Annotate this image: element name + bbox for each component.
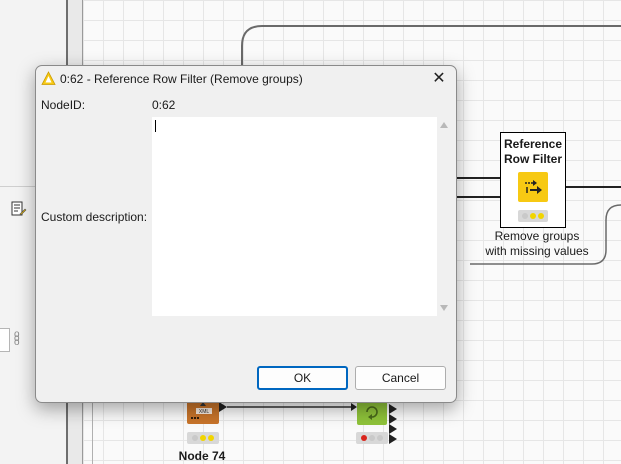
scroll-down-arrow-icon[interactable] bbox=[440, 305, 448, 311]
ok-button[interactable]: OK bbox=[257, 366, 348, 390]
node-caption-line1: Remove groups bbox=[494, 229, 580, 243]
xml-icon-text: XML bbox=[199, 409, 210, 415]
node-title-line1: Reference bbox=[503, 137, 563, 151]
node-description-dialog: 0:62 - Reference Row Filter (Remove grou… bbox=[35, 65, 457, 403]
loop-icon[interactable] bbox=[357, 399, 387, 425]
loop-output-port-3 bbox=[389, 424, 397, 434]
loop-output-port-1 bbox=[389, 404, 397, 414]
status-dot-yellow bbox=[200, 435, 206, 441]
dialog-titlebar[interactable]: 0:62 - Reference Row Filter (Remove grou… bbox=[36, 66, 456, 92]
right-connection bbox=[470, 204, 621, 265]
description-scrollbar[interactable] bbox=[437, 117, 451, 316]
node74-label[interactable]: Node 74 bbox=[178, 449, 226, 463]
loop-input-port bbox=[351, 403, 357, 411]
status-dot-red bbox=[361, 435, 367, 441]
close-icon[interactable]: ✕ bbox=[432, 70, 446, 87]
node-id-label: NodeID: bbox=[41, 98, 86, 112]
loop-output-port-2 bbox=[389, 414, 397, 424]
status-dot-yellow bbox=[530, 213, 536, 219]
status-dot-off bbox=[369, 435, 375, 441]
loop-status-traffic-light bbox=[356, 432, 388, 444]
status-dot-off bbox=[192, 435, 198, 441]
text-caret bbox=[155, 120, 156, 132]
document-edit-icon[interactable] bbox=[9, 200, 27, 218]
dialog-title: 0:62 - Reference Row Filter (Remove grou… bbox=[60, 72, 303, 86]
node-status-traffic-light bbox=[518, 210, 548, 222]
custom-description-textarea[interactable] bbox=[152, 117, 437, 316]
node74-output-port bbox=[219, 402, 227, 412]
status-dot-yellow bbox=[208, 435, 214, 441]
status-dot-yellow bbox=[538, 213, 544, 219]
loop-connection bbox=[241, 25, 621, 66]
node-id-value: 0:62 bbox=[152, 98, 176, 112]
panel-input-field[interactable] bbox=[0, 328, 10, 352]
cancel-button[interactable]: Cancel bbox=[355, 366, 446, 390]
knime-warning-icon bbox=[41, 71, 56, 85]
loop-output-port-4 bbox=[389, 434, 397, 444]
custom-description-label: Custom description: bbox=[41, 210, 148, 224]
node74-status-traffic-light bbox=[187, 432, 219, 444]
node-title-line2: Row Filter bbox=[503, 152, 562, 166]
filter-arrow-icon[interactable] bbox=[518, 172, 548, 202]
node-title: Reference Row Filter bbox=[501, 137, 565, 167]
node-caption-line2: with missing values bbox=[485, 244, 589, 258]
panel-divider bbox=[0, 186, 40, 187]
node-annotation[interactable]: Remove groups with missing values bbox=[470, 229, 604, 259]
scroll-up-arrow-icon[interactable] bbox=[440, 122, 448, 128]
xml-reader-node[interactable]: XML bbox=[187, 400, 219, 424]
status-dot-red-off bbox=[522, 213, 528, 219]
status-dot-off bbox=[377, 435, 383, 441]
